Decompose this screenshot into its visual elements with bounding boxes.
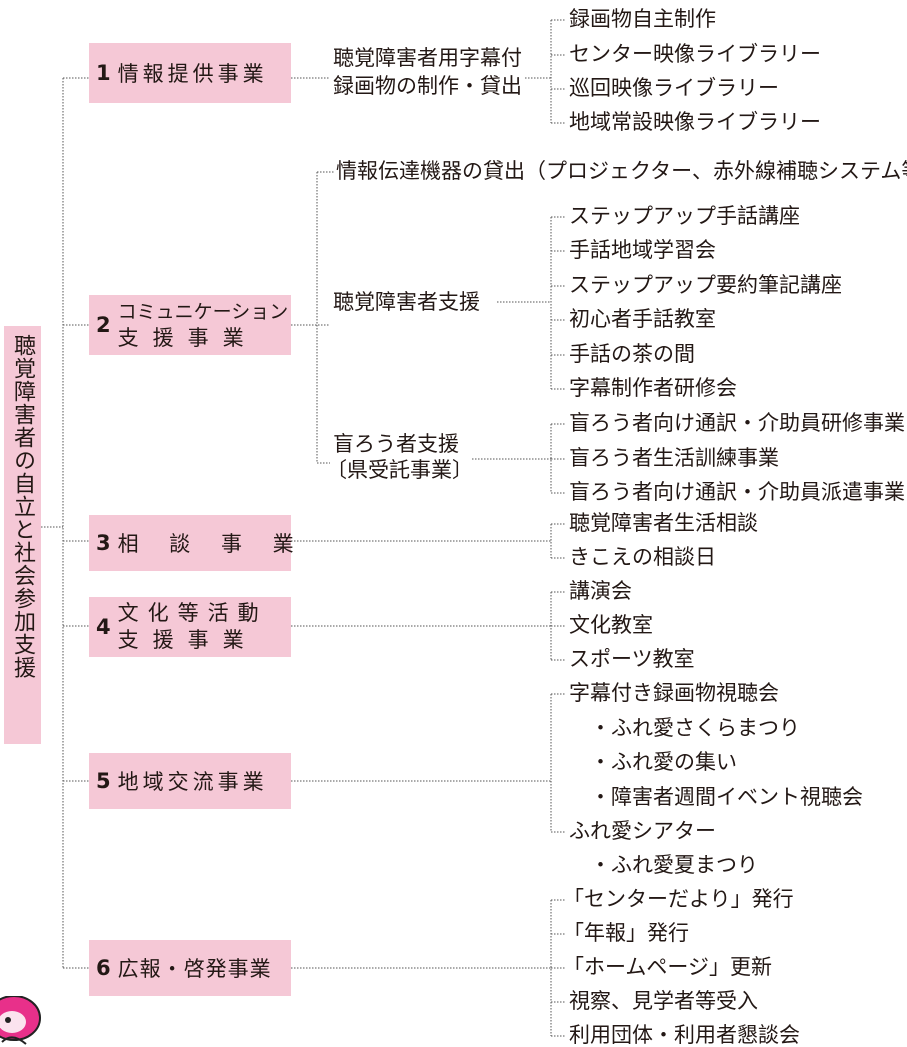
section-6-number: 6 [96, 956, 111, 980]
root-box [4, 326, 41, 744]
section-5-label: 地域交流事業 [117, 770, 268, 794]
section-3-label: 相 談 事 業 [117, 532, 306, 556]
section-1-label: 情報提供事業 [117, 62, 268, 86]
section-4-box: 4 文化等活動 支援事業 [89, 597, 291, 657]
section-4-number: 4 [96, 615, 111, 639]
section-1-number: 1 [96, 61, 111, 85]
s2-deafblind-item: 盲ろう者向け通訳・介助員研修事業 [569, 411, 905, 435]
s2-hearing-item: ステップアップ手話講座 [569, 204, 800, 228]
s2-hearing-item: 手話の茶の間 [569, 342, 695, 366]
section-4-label-line2: 支援事業 [117, 628, 258, 652]
section-1-box: 1 情報提供事業 [89, 43, 291, 103]
s2-hearing-item: 手話地域学習会 [569, 238, 716, 262]
s2-hearing-item: ステップアップ要約筆記講座 [569, 273, 842, 297]
s6-item: 「センターだより」発行 [563, 887, 794, 911]
s1-mid-line2: 録画物の制作・貸出 [333, 74, 522, 98]
s3-item: 聴覚障害者生活相談 [569, 511, 758, 535]
section-4-label-line1: 文化等活動 [117, 601, 268, 625]
section-5-number: 5 [96, 769, 111, 793]
s5-item: 字幕付き録画物視聴会 [569, 681, 779, 705]
s2-deafblind-item: 盲ろう者向け通訳・介助員派遣事業 [569, 480, 905, 504]
s2-deafblind-line1: 盲ろう者支援 [333, 432, 459, 456]
s2-deafblind-line2: 〔県受託事業〕 [326, 458, 473, 482]
section-3-number: 3 [96, 531, 111, 555]
s4-item: 講演会 [569, 579, 632, 603]
s6-item: 「年報」発行 [563, 921, 689, 945]
s3-item: きこえの相談日 [569, 545, 716, 569]
section-6-box: 6 広報・啓発事業 [89, 940, 291, 996]
s1-item: 地域常設映像ライブラリー [569, 110, 821, 134]
section-5-box: 5 地域交流事業 [89, 753, 291, 809]
s6-item: 「ホームページ」更新 [563, 955, 772, 979]
s6-item: 視察、見学者等受入 [569, 989, 758, 1013]
s1-item: 録画物自主制作 [569, 7, 716, 31]
s1-mid-line1: 聴覚障害者用字幕付 [333, 46, 522, 70]
s2-lending: 情報伝達機器の貸出（プロジェクター、赤外線補聴システム等） [336, 159, 907, 183]
section-2-box: 2 コミュニケーション 支援事業 [89, 295, 291, 355]
s2-hearing: 聴覚障害者支援 [333, 290, 480, 314]
s5-subitem: ・ふれ愛の集い [590, 750, 737, 774]
s4-item: 文化教室 [569, 613, 653, 637]
s5-item: ふれ愛シアター [569, 819, 716, 843]
s5-subitem: ・ふれ愛夏まつり [590, 853, 758, 877]
s5-subitem: ・ふれ愛さくらまつり [590, 716, 800, 740]
s1-item: センター映像ライブラリー [569, 42, 821, 66]
root-label: 聴覚障害者の自立と社会参加支援 [10, 334, 35, 679]
section-6-label: 広報・啓発事業 [117, 957, 272, 981]
s5-subitem: ・障害者週間イベント視聴会 [590, 785, 863, 809]
s2-hearing-item: 初心者手話教室 [569, 307, 716, 331]
s1-item: 巡回映像ライブラリー [569, 76, 779, 100]
mascot-illustration [0, 996, 44, 1046]
section-2-number: 2 [96, 313, 111, 337]
section-3-box: 3 相 談 事 業 [89, 515, 294, 571]
s4-item: スポーツ教室 [569, 647, 695, 671]
section-2-label-line2: 支援事業 [117, 326, 258, 350]
section-2-label-line1: コミュニケーション [117, 301, 289, 323]
s6-item: 利用団体・利用者懇談会 [569, 1023, 800, 1047]
s2-hearing-item: 字幕制作者研修会 [569, 376, 737, 400]
s2-deafblind-item: 盲ろう者生活訓練事業 [569, 446, 779, 470]
